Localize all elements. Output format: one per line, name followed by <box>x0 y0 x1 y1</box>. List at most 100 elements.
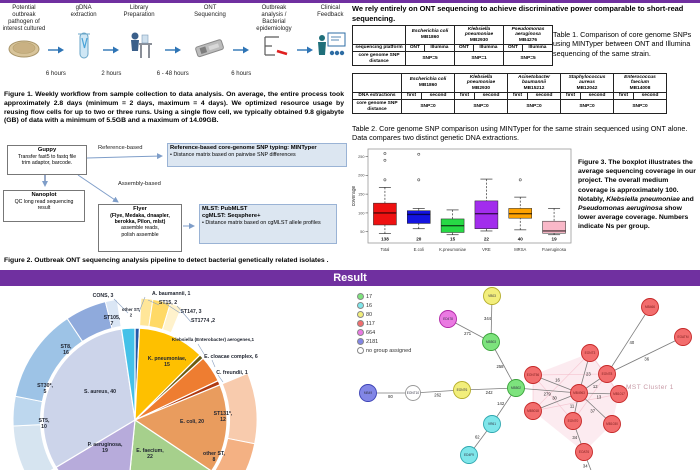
legend-color-dot <box>357 293 364 300</box>
workflow-step-label: ONT Sequencing <box>194 5 226 18</box>
svg-text:S. aureus, 40: S. aureus, 40 <box>84 389 116 395</box>
mst-node <box>524 402 542 420</box>
legend-item: 2181 <box>357 337 447 346</box>
svg-text:62: 62 <box>475 434 480 439</box>
svg-text:138: 138 <box>381 237 389 242</box>
svg-text:36: 36 <box>644 356 649 361</box>
svg-text:P. aeruginosa,19: P. aeruginosa,19 <box>88 442 123 454</box>
scientist-icon <box>122 29 156 68</box>
workflow-step-time: 6 hours <box>231 71 252 77</box>
svg-text:E. cloacae complex, 6: E. cloacae complex, 6 <box>204 354 258 360</box>
svg-text:ST30*,5: ST30*,5 <box>37 383 53 395</box>
svg-text:EONT10: EONT10 <box>407 391 420 395</box>
mst-node <box>610 385 628 403</box>
mlst-box: MLST: PubMLST cgMLST: Seqsphere+ • Dista… <box>199 204 337 244</box>
svg-text:34: 34 <box>583 464 588 469</box>
svg-text:EONT3: EONT3 <box>585 351 596 355</box>
svg-text:16: 16 <box>555 377 560 382</box>
svg-text:E. coli, 20: E. coli, 20 <box>180 419 204 425</box>
svg-text:MB466: MB466 <box>645 305 655 309</box>
nanoplot-box: Nanoplot QC long read sequencing result <box>3 190 85 222</box>
svg-text:VRE: VRE <box>482 247 491 252</box>
right-arrow-icon <box>233 46 250 54</box>
svg-text:MB1030: MB1030 <box>606 422 618 426</box>
workflow-step-label: Potential outbreak pathogen of interest … <box>2 5 46 32</box>
svg-text:P.aeruginosa: P.aeruginosa <box>542 247 567 252</box>
mst-node <box>564 412 582 430</box>
workflow-arrow: 2 hours <box>101 45 121 77</box>
guppy-title: Guppy <box>37 147 57 153</box>
svg-text:ST5,10: ST5,10 <box>39 418 51 430</box>
figure2-caption: Figure 2. Outbreak ONT sequencing analys… <box>4 257 329 264</box>
mst-node <box>453 381 471 399</box>
legend-color-dot <box>357 320 364 327</box>
svg-text:50: 50 <box>360 230 364 234</box>
svg-text:EONT0: EONT0 <box>568 419 579 423</box>
workflow-step-time: 6 hours <box>45 71 66 77</box>
workflow-arrow: 6 hours <box>46 45 66 77</box>
mst-node <box>439 310 457 328</box>
svg-text:coverage: coverage <box>351 186 357 207</box>
mst-node <box>359 384 377 402</box>
svg-text:other ST,8: other ST,8 <box>203 451 225 463</box>
svg-text:40: 40 <box>630 340 635 345</box>
workflow-step-label: gDNA extraction <box>70 5 97 18</box>
mst-node <box>483 287 501 305</box>
pipeline-arrows <box>42 153 195 229</box>
legend-item: 664 <box>357 328 447 337</box>
svg-text:ST15, 2: ST15, 2 <box>159 300 177 306</box>
pie-slice-saureus <box>42 328 136 469</box>
guppy-box: Guppy Transfer fast5 to fastq file trim … <box>7 145 87 175</box>
svg-text:ST131*,12: ST131*,12 <box>214 411 233 423</box>
figure1-caption: Figure 1. Weekly workflow from sample co… <box>4 91 344 125</box>
flyer-box: Flyer (Flye, Medaka, dnaapler, berokka, … <box>98 204 182 252</box>
svg-text:ST147, 3: ST147, 3 <box>180 309 201 315</box>
svg-text:15: 15 <box>450 237 456 242</box>
svg-text:200: 200 <box>358 174 364 178</box>
svg-text:EOATM: EOATM <box>677 335 688 339</box>
svg-text:CONS, 3: CONS, 3 <box>93 293 114 299</box>
svg-text:242: 242 <box>486 390 494 395</box>
mst-node <box>575 443 593 461</box>
pie-slice-kpneumoniae <box>134 327 201 422</box>
legend-color-dot <box>357 311 364 318</box>
svg-text:37: 37 <box>590 409 595 414</box>
svg-text:258: 258 <box>496 364 504 369</box>
svg-text:ST8,16: ST8,16 <box>61 344 73 356</box>
svg-text:279: 279 <box>544 392 552 397</box>
svg-text:MST Cluster 1: MST Cluster 1 <box>626 384 674 391</box>
svg-text:K. pneumoniae,15: K. pneumoniae,15 <box>148 356 187 368</box>
mst-node <box>460 446 478 464</box>
mst-node <box>598 365 616 383</box>
species-sunburst-chart: A. baumannii, 1K. pneumoniae,15Klebsiell… <box>12 291 258 470</box>
svg-text:K.pneumoniae: K.pneumoniae <box>439 247 467 252</box>
svg-text:MB4963: MB4963 <box>573 391 585 395</box>
mst-node <box>603 415 621 433</box>
svg-text:271: 271 <box>464 331 472 336</box>
workflow-step-2: gDNA extraction <box>66 5 101 68</box>
workflow-step-label: Clinical Feedback <box>317 5 344 18</box>
workflow-arrow: 6 - 48 hours <box>157 45 189 77</box>
svg-text:A. baumannii, 1: A. baumannii, 1 <box>152 291 190 297</box>
figure3-caption: Figure 3. The boxplot illustrates the av… <box>578 159 696 231</box>
svg-text:100: 100 <box>358 211 364 215</box>
workflow-step-4: ONT Sequencing <box>189 5 231 68</box>
svg-text:MB1017: MB1017 <box>613 392 625 396</box>
legend-item: 16 <box>357 301 447 310</box>
sequencer-icon <box>193 29 227 68</box>
workflow-step-6: Clinical Feedback <box>313 5 348 68</box>
svg-text:ED4F9: ED4F9 <box>464 453 474 457</box>
svg-text:MB49: MB49 <box>364 391 373 395</box>
workflow-step-1: Potential outbreak pathogen of interest … <box>2 5 46 68</box>
svg-text:12: 12 <box>593 384 598 389</box>
workflow-step-time: 6 - 48 hours <box>156 71 189 77</box>
top-border <box>0 0 700 3</box>
workflow-step-5: Outbreak analysis / Bacterial epidemiolo… <box>251 5 296 68</box>
